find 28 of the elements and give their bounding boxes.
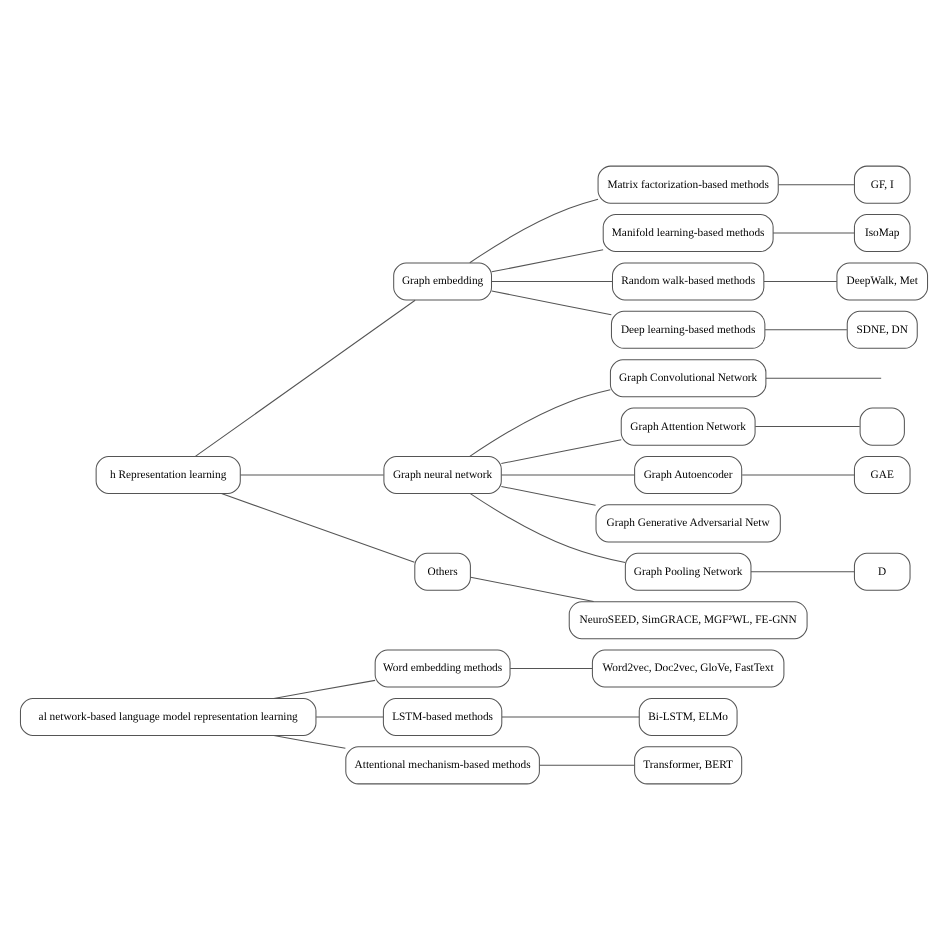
connector [765,376,882,378]
connector [500,438,622,464]
connector [763,279,838,281]
connector [194,298,416,456]
connector [750,570,855,572]
connector [220,492,415,562]
connector [273,734,346,748]
connector [469,388,611,456]
connector [315,715,384,717]
connector [470,575,595,602]
connector [500,473,635,475]
connector [777,183,855,185]
connector [469,197,599,263]
connector [501,715,640,717]
connector [469,492,626,563]
connector [509,667,593,669]
connector [491,279,613,281]
connector [491,289,612,315]
connector [273,678,376,698]
connector [754,425,861,427]
connector [239,473,385,475]
connector [772,231,855,233]
connector [741,473,855,475]
connector [491,248,604,272]
node-box [859,406,905,445]
connector [764,328,848,330]
connector [500,484,597,505]
connector [539,763,635,765]
